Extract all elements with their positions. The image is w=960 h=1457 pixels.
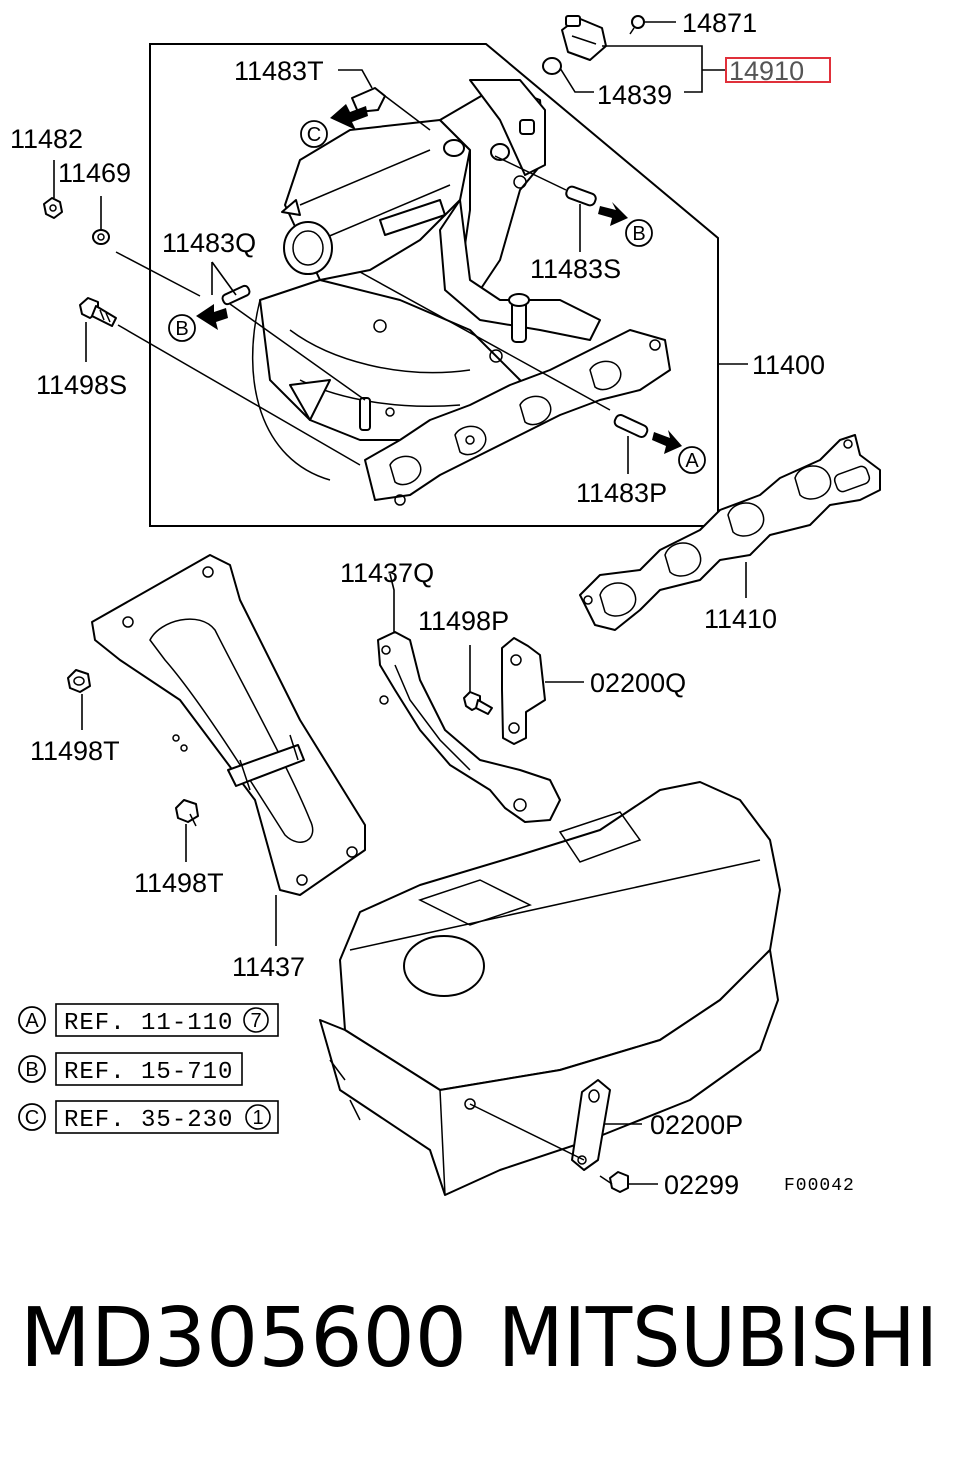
footer-brand: MITSUBISHI [498,1291,938,1386]
label-11498T-upper: 11498T [30,736,120,766]
leader-lines [53,21,748,1185]
label-02299: 02299 [664,1170,739,1200]
label-11400: 11400 [752,350,825,380]
label-11483P: 11483P [576,478,667,508]
label-14910: 14910 [729,56,804,86]
highlight-box-14910 [725,57,831,83]
marker-C-diagram: C [300,120,328,148]
svg-text:C: C [307,124,321,146]
svg-text:B: B [175,318,188,340]
screw-14871 [629,15,645,35]
svg-text:B: B [632,223,645,245]
label-02200P: 02200P [650,1110,743,1140]
intake-manifold-11400 [251,79,671,506]
reference-row-A: A REF. 11-110 7 [18,1003,279,1037]
reference-text-B: REF. 15-710 [64,1059,233,1086]
arrow-to-C [330,104,368,130]
label-11482: 11482 [10,124,83,154]
bracket-02200P [571,1079,611,1171]
arrow-to-B-right [598,202,628,226]
reference-text-A: REF. 11-110 [64,1010,233,1037]
reference-row-C: C REF. 35-230 1 [18,1100,279,1134]
label-14871: 14871 [682,8,757,38]
reference-legend: A REF. 11-110 7 B REF. 15-710 C REF. 35-… [18,1003,279,1134]
reference-row-B: B REF. 15-710 [18,1052,243,1086]
o-ring-14839 [542,57,562,75]
nut-11482 [43,197,63,219]
label-11483S: 11483S [530,254,621,284]
label-11498P: 11498P [418,606,509,636]
svg-text:B: B [25,1059,38,1081]
hose-11483P [613,414,649,438]
marker-A-diagram: A [678,446,706,474]
washer-11469 [92,229,110,245]
gasket-11410 [579,434,881,631]
manifold-stay-11437 [91,554,366,896]
map-sensor-14910 [561,15,607,61]
marker-B-diagram-right: B [625,219,653,247]
label-11437: 11437 [232,952,305,982]
bolt-02299 [599,1171,629,1193]
reference-page-C: 1 [252,1107,263,1129]
footer-part-number: MD305600 [20,1291,467,1386]
bolt-11498S [79,297,117,327]
marker-B-diagram-left: B [168,314,196,342]
figure-code: F00042 [784,1176,855,1196]
bracket-02200Q [501,637,546,745]
label-11410: 11410 [704,604,777,634]
hose-11483S [565,185,597,207]
label-02200Q: 02200Q [590,668,686,698]
manifold-group-outline [149,43,719,527]
label-11469: 11469 [58,158,131,188]
label-11483T: 11483T [234,56,324,86]
svg-text:C: C [25,1107,39,1129]
arrow-to-B-left [196,304,228,330]
bolt-11498T-upper [67,669,91,693]
arrow-to-A [652,430,682,454]
label-11437Q: 11437Q [340,558,434,588]
label-14839: 14839 [597,80,672,110]
svg-text:A: A [25,1010,39,1032]
stay-11437Q [377,631,561,823]
bolt-11498T-lower [175,799,199,827]
reference-text-C: REF. 35-230 [64,1107,233,1134]
label-11483Q: 11483Q [162,228,256,258]
svg-text:A: A [685,450,699,472]
bolt-11498P [463,691,493,715]
reference-page-A: 7 [250,1010,261,1032]
label-11498S: 11498S [36,370,127,400]
cylinder-head [319,781,781,1196]
label-11498T-lower: 11498T [134,868,224,898]
